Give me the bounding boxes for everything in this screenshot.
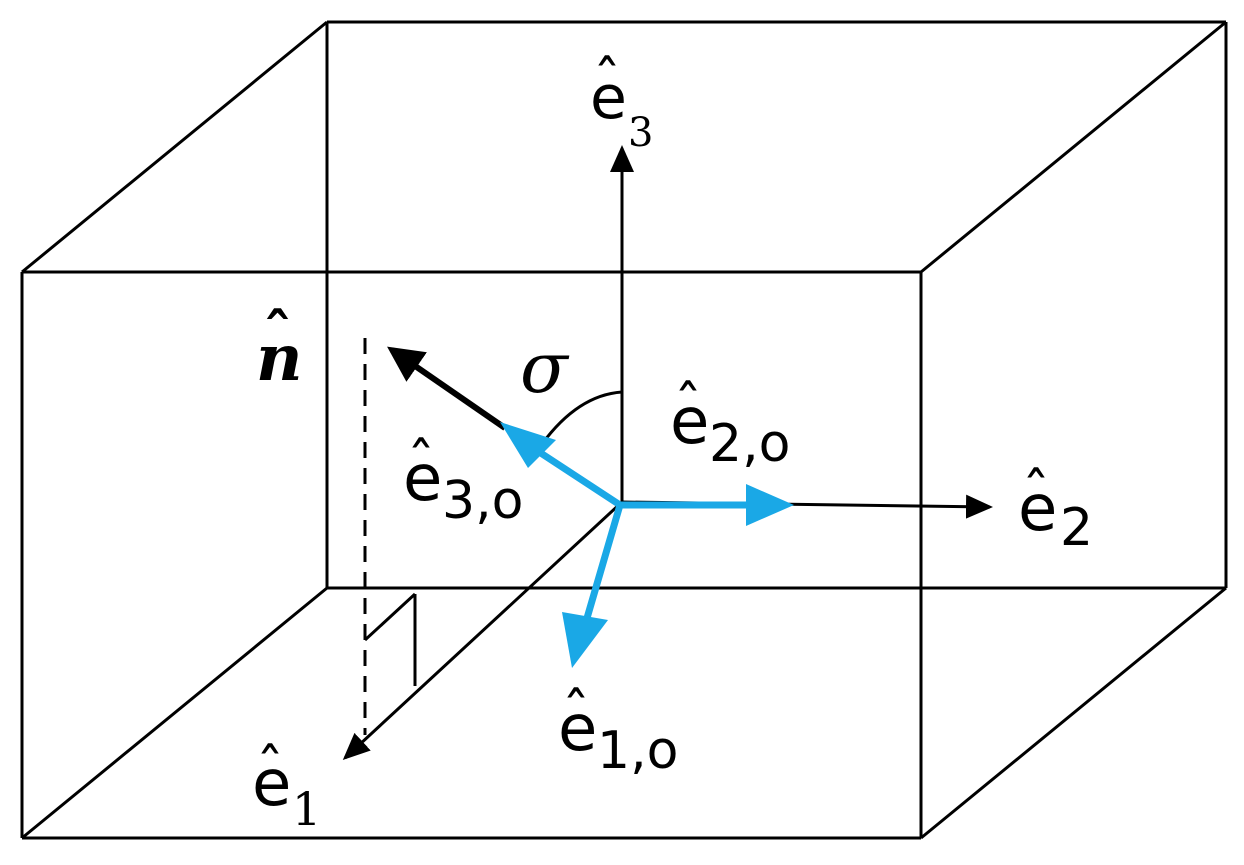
svg-text:ˆ: ˆ [263,301,292,369]
e2o-arrowhead [746,484,794,526]
sigma-arc [540,390,623,445]
svg-text:e: e [558,692,597,766]
svg-text:e: e [670,385,709,459]
svg-text:ˆ: ˆ [674,374,702,439]
box-back-face [325,20,1228,590]
svg-text:3,o: 3,o [442,471,523,531]
svg-text:ˆ: ˆ [593,49,621,114]
svg-text:e: e [1018,472,1057,546]
label-e3: e ˆ 3 [590,49,653,156]
label-e1: e ˆ 1 [252,737,321,836]
svg-text:2,o: 2,o [709,414,790,474]
e3o-vector [526,442,624,509]
svg-text:ˆ: ˆ [562,681,590,746]
svg-text:ˆ: ˆ [1022,461,1050,526]
svg-text:ˆ: ˆ [407,431,435,496]
e3o-arrowhead [500,422,556,468]
label-e2o: e ˆ 2,o [670,374,790,474]
svg-text:n: n [256,321,303,396]
n-vector [387,346,507,431]
svg-text:e: e [252,747,291,821]
label-e1o: e ˆ 1,o [558,681,678,781]
e1o-arrowhead [562,612,608,668]
svg-text:1,o: 1,o [597,721,678,781]
e1-axis [342,500,624,761]
svg-text:e: e [590,63,627,133]
svg-text:1: 1 [292,782,321,836]
box-depth-edges [21,20,1227,840]
svg-text:2: 2 [1060,498,1093,558]
svg-text:3: 3 [628,110,653,156]
right-angle-marker [363,592,417,686]
svg-text:e: e [403,442,442,516]
label-e2: e ˆ 2 [1018,461,1093,558]
local-axes [500,422,794,668]
label-e3o: e ˆ 3,o [403,431,523,531]
label-sigma: σ [520,327,570,409]
svg-text:ˆ: ˆ [256,737,284,802]
box-front-face [20,270,923,840]
e1o-vector [581,501,624,629]
label-n: n ˆ [256,301,303,396]
